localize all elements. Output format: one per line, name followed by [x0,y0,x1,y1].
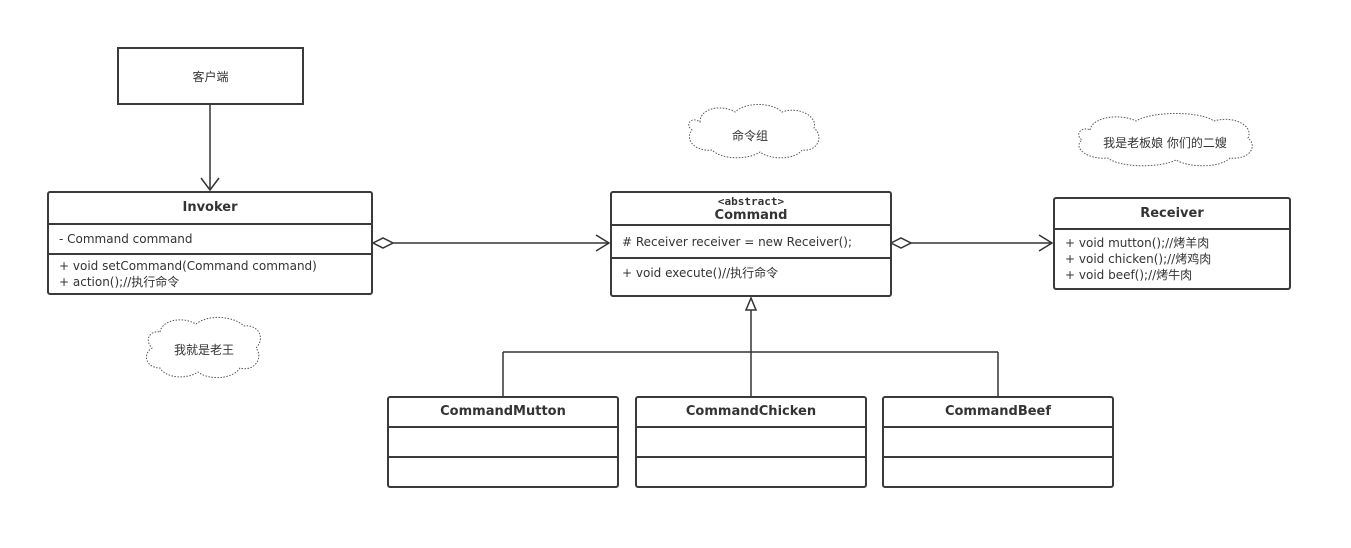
invoker-class-name: Invoker [49,193,371,225]
command-beef-class: CommandBeef [882,396,1114,488]
invoker-class: Invoker - Command command + void setComm… [47,191,373,295]
receiver-method: + void chicken();//烤鸡肉 [1065,252,1212,266]
receiver-name-text: Receiver [1140,205,1204,221]
command-mutton-name-text: CommandMutton [440,404,566,419]
cloud-note-receiver [1078,113,1253,167]
command-attribute: # Receiver receiver = new Receiver(); [622,234,853,249]
invoker-method: + void setCommand(Command command) [59,259,317,273]
client-to-invoker-arrow [200,104,220,192]
command-beef-attributes [884,428,1112,458]
invoker-attributes: - Command command [49,225,371,255]
inheritance-arrow [502,296,999,396]
receiver-method: + void mutton();//烤羊肉 [1065,236,1210,250]
command-method: + void execute()//执行命令 [622,266,779,280]
command-class-name: <abstract> Command [612,193,890,226]
invoker-aggregation-arrow [371,234,611,252]
command-beef-name: CommandBeef [884,398,1112,428]
cloud-note-invoker [145,317,261,378]
command-chicken-attributes [637,428,865,458]
command-methods: + void execute()//执行命令 [612,259,890,295]
invoker-methods: + void setCommand(Command command) + act… [49,255,371,293]
command-attributes: # Receiver receiver = new Receiver(); [612,226,890,259]
command-chicken-methods [637,458,865,486]
invoker-attribute: - Command command [59,232,193,246]
client-label: 客户端 [192,69,229,84]
client-box: 客户端 [117,47,304,105]
receiver-note: 我是老板娘 你们的二嫂 [1103,136,1227,150]
command-aggregation-arrow [889,234,1054,252]
invoker-note: 我就是老王 [173,343,234,357]
cloud-note-command-group [688,104,820,159]
receiver-methods: + void mutton();//烤羊肉 + void chicken();/… [1055,230,1289,288]
command-mutton-attributes [389,428,617,458]
receiver-class: Receiver + void mutton();//烤羊肉 + void ch… [1053,197,1291,290]
receiver-method: + void beef();//烤牛肉 [1065,268,1193,282]
command-mutton-class: CommandMutton [387,396,619,488]
receiver-class-name: Receiver [1055,199,1289,230]
command-name-text: Command [714,207,788,223]
command-chicken-class: CommandChicken [635,396,867,488]
command-mutton-name: CommandMutton [389,398,617,428]
command-beef-methods [884,458,1112,486]
command-beef-name-text: CommandBeef [944,404,1052,419]
command-chicken-name: CommandChicken [637,398,865,428]
command-stereotype: <abstract> [717,194,785,208]
command-mutton-methods [389,458,617,486]
invoker-name-text: Invoker [182,200,238,215]
invoker-method: + action();//执行命令 [59,275,180,289]
command-chicken-name-text: CommandChicken [685,404,817,419]
command-group-note: 命令组 [731,129,768,143]
command-class: <abstract> Command # Receiver receiver =… [610,191,892,297]
